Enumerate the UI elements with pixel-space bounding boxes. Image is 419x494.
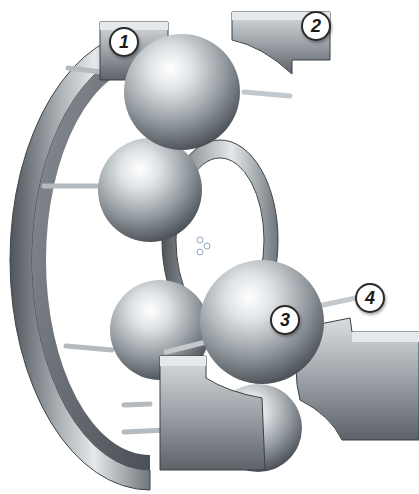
callout-number: 1 xyxy=(109,27,139,57)
ring-marking xyxy=(204,243,210,249)
inner-ring-section xyxy=(232,12,330,74)
ball xyxy=(200,260,324,384)
cage-pin xyxy=(244,92,290,96)
callout-number: 3 xyxy=(270,305,300,335)
callout-number: 2 xyxy=(301,11,331,41)
section-face xyxy=(160,356,206,366)
ring-marking xyxy=(197,249,203,255)
ball xyxy=(124,34,240,150)
ball xyxy=(98,138,202,242)
section-face xyxy=(352,332,419,342)
ball xyxy=(110,280,210,380)
callout-number: 4 xyxy=(355,283,385,313)
ring-marking xyxy=(197,237,203,243)
section-face xyxy=(100,12,330,30)
